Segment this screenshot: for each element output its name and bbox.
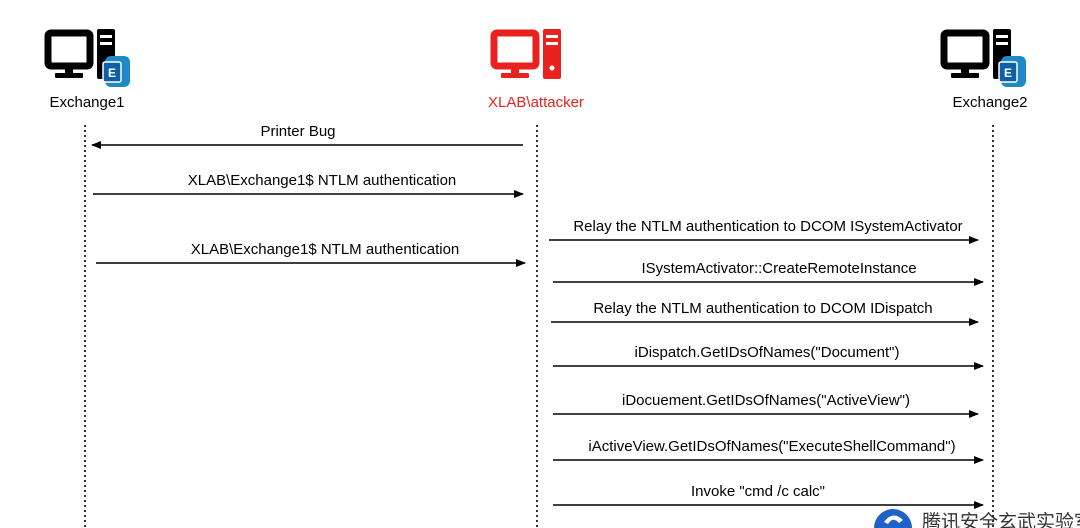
svg-text:E: E bbox=[1004, 66, 1012, 80]
exchange-badge-icon: E bbox=[102, 56, 130, 87]
message-label: Invoke "cmd /c calc" bbox=[691, 483, 825, 500]
message-label: iActiveView.GetIDsOfNames("ExecuteShellC… bbox=[588, 438, 955, 455]
message-label: Relay the NTLM authentication to DCOM ID… bbox=[593, 300, 932, 317]
message-label: XLAB\Exchange1$ NTLM authentication bbox=[191, 241, 460, 258]
actor-label-attacker: XLAB\attacker bbox=[488, 94, 584, 111]
message-label: Printer Bug bbox=[260, 123, 335, 140]
actor-label-exchange2: Exchange2 bbox=[952, 94, 1027, 111]
computer-icon: E bbox=[44, 29, 130, 87]
computer-icon bbox=[490, 29, 561, 79]
computer-icon: E bbox=[940, 29, 1026, 87]
tencent-logo-icon bbox=[874, 509, 912, 528]
actors: E Exchange1 XLAB\attacker E Exchange2 bbox=[44, 29, 1028, 111]
watermark-text: 腾讯安全玄武实验室 bbox=[922, 511, 1080, 528]
message-label: iDocuement.GetIDsOfNames("ActiveView") bbox=[622, 392, 910, 409]
exchange-badge-icon: E bbox=[998, 56, 1026, 87]
watermark: 腾讯安全玄武实验室 bbox=[874, 509, 1080, 528]
actor-label-exchange1: Exchange1 bbox=[49, 94, 124, 111]
message-label: XLAB\Exchange1$ NTLM authentication bbox=[188, 172, 457, 189]
lifelines bbox=[84, 125, 994, 528]
message-label: ISystemActivator::CreateRemoteInstance bbox=[641, 260, 916, 277]
message-label: Relay the NTLM authentication to DCOM IS… bbox=[573, 218, 962, 235]
message-label: iDispatch.GetIDsOfNames("Document") bbox=[635, 344, 900, 361]
svg-text:E: E bbox=[108, 66, 116, 80]
